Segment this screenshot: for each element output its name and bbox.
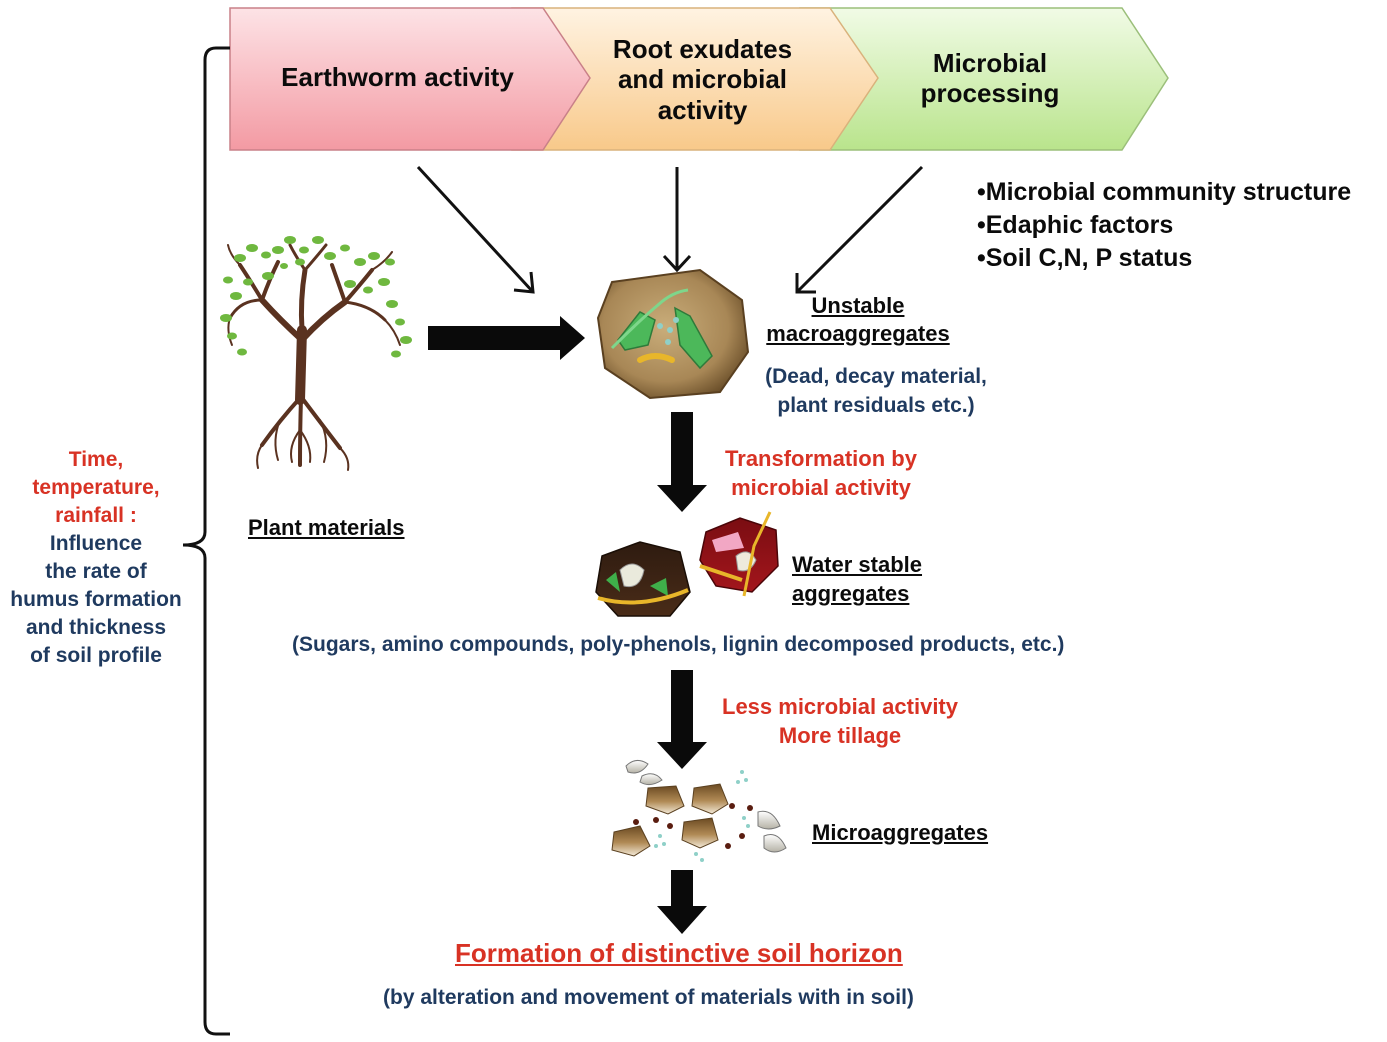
transformation-label: Transformation by microbial activity <box>725 446 917 500</box>
tree-illustration <box>220 236 412 471</box>
factors-list: •Microbial community structure •Edaphic … <box>977 176 1351 275</box>
plant-materials-label: Plant materials <box>248 515 405 540</box>
process-banner <box>229 7 1169 151</box>
unstable-macroaggregate-illustration <box>596 268 750 400</box>
water-stable-aggregates-desc: (Sugars, amino compounds, poly-phenols, … <box>292 633 1065 656</box>
arrow-microbial <box>795 165 924 294</box>
factor-item: •Soil C,N, P status <box>977 244 1193 272</box>
side-bracket <box>182 46 230 1036</box>
thick-arrows <box>428 316 707 934</box>
microaggregates-illustration <box>611 760 787 862</box>
water-stable-aggregates-title: Water stable aggregates <box>792 552 923 606</box>
factor-item: •Microbial community structure <box>977 178 1352 206</box>
microaggregates-title: Microaggregates <box>812 820 989 845</box>
arrow-tillage <box>657 670 707 769</box>
factor-item: •Edaphic factors <box>977 211 1174 239</box>
arrow-transformation <box>657 412 707 512</box>
banner-arrows <box>416 165 924 294</box>
banner-step-root-exudates: Root exudates and microbial activity <box>612 34 793 125</box>
water-stable-aggregates-illustration <box>595 511 779 617</box>
unstable-macroaggregates-title: Unstable macroaggregates <box>766 293 950 346</box>
side-note: Time, temperature, rainfall : Influence … <box>10 448 182 667</box>
arrow-root-exudates-head <box>662 254 692 273</box>
tillage-label: Less microbial activity More tillage <box>722 694 958 748</box>
arrow-plant-to-aggregate <box>428 316 585 360</box>
banner-step-earthworm: Earthworm activity <box>281 62 514 92</box>
soil-horizon-desc: (by alteration and movement of materials… <box>383 986 914 1009</box>
arrow-earthworm-head <box>513 271 535 294</box>
arrow-to-horizon <box>657 870 707 934</box>
unstable-macroaggregates-desc: (Dead, decay material, plant residuals e… <box>765 365 987 417</box>
banner-chevron-red <box>229 7 591 151</box>
banner-step-microbial-processing: Microbial processing <box>920 48 1060 109</box>
arrow-earthworm <box>416 165 535 294</box>
soil-horizon-title: Formation of distinctive soil horizon <box>455 938 903 968</box>
arrow-microbial-head <box>795 273 816 294</box>
